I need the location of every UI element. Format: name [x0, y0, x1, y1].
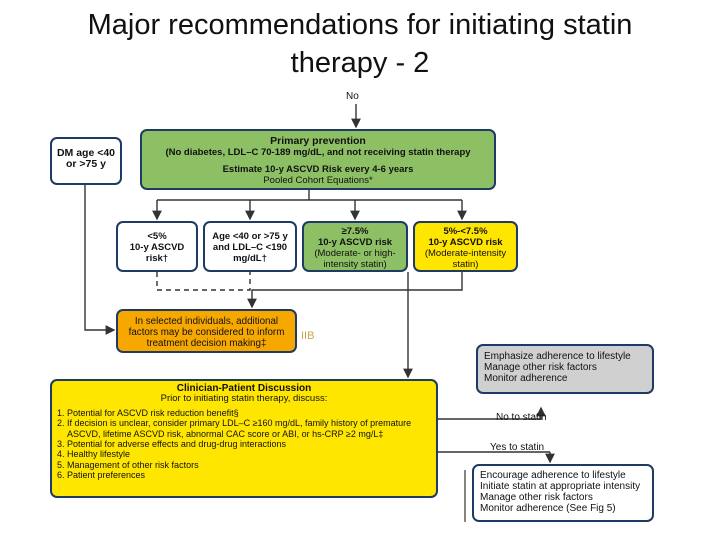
ge75-risk-box: ≥7.5% 10-y ASCVD risk (Moderate- or high…	[302, 221, 408, 272]
encourage-line4: Monitor adherence (See Fig 5)	[480, 503, 616, 514]
lt5-line3: risk†	[145, 253, 169, 264]
top-no-label: No	[346, 91, 359, 102]
discussion-item: 3. Potential for adverse effects and dru…	[57, 439, 286, 450]
selected-line2: factors may be considered to inform	[128, 327, 285, 338]
lifestyle-line2: Manage other risk factors	[484, 362, 597, 373]
lt5-risk-box: <5% 10-y ASCVD risk†	[116, 221, 198, 272]
class-iib-label: IIB	[301, 330, 315, 342]
selected-individuals-box: In selected individuals, additional fact…	[116, 309, 297, 353]
age-ldl-line3: mg/dL†	[233, 253, 267, 264]
slide-title-line1: Major recommendations for initiating sta…	[87, 9, 633, 41]
dm-age-line1: DM age <40	[56, 147, 116, 159]
encourage-line3: Manage other risk factors	[480, 492, 593, 503]
lifestyle-box: Emphasize adherence to lifestyle Manage …	[476, 344, 654, 394]
selected-line1: In selected individuals, additional	[134, 316, 279, 327]
discussion-item: 4. Healthy lifestyle	[57, 449, 131, 460]
discussion-item: 2. If decision is unclear, consider prim…	[57, 418, 412, 429]
age-ldl-line2: and LDL–C <190	[212, 242, 288, 253]
ge75-line4: intensity statin)	[323, 259, 387, 270]
lifestyle-line1: Emphasize adherence to lifestyle	[484, 351, 631, 362]
arrow-mid-to-selected	[247, 272, 463, 309]
dashed-connector	[156, 272, 251, 291]
discussion-item: ASCVD, lifetime ASCVD risk, abnormal CAC…	[67, 428, 384, 439]
mid-line1: 5%-<7.5%	[443, 226, 488, 237]
clinician-patient-discussion-box: Clinician-Patient Discussion Prior to in…	[50, 379, 438, 498]
mid-risk-box: 5%-<7.5% 10-y ASCVD risk (Moderate-inten…	[413, 221, 518, 272]
no-to-statin-label: No to statin	[496, 412, 547, 423]
discussion-subtitle: Prior to initiating statin therapy, disc…	[160, 393, 328, 405]
lifestyle-line3: Monitor adherence	[484, 373, 568, 384]
primary-estimate: Estimate 10-y ASCVD Risk every 4-6 years	[222, 164, 414, 175]
primary-title: Primary prevention	[270, 135, 366, 147]
yes-to-statin-label: Yes to statin	[490, 442, 545, 453]
slide-title: Major recommendations for initiating sta…	[0, 6, 720, 82]
discussion-list: 1. Potential for ASCVD risk reduction be…	[52, 408, 436, 481]
encourage-line2: Initiate statin at appropriate intensity	[480, 481, 641, 492]
discussion-item: 1. Potential for ASCVD risk reduction be…	[57, 407, 239, 418]
selected-line3: treatment decision making‡	[146, 338, 267, 349]
primary-criteria: (No diabetes, LDL–C 70-189 mg/dL, and no…	[165, 147, 471, 158]
encourage-line1: Encourage adherence to lifestyle	[480, 470, 626, 481]
slide-title-line2: therapy - 2	[290, 47, 430, 79]
age-ldl-line1: Age <40 or >75 y	[212, 231, 288, 242]
ge75-line1: ≥7.5%	[341, 226, 369, 237]
ge75-line3: (Moderate- or high-	[314, 248, 396, 259]
dm-age-box: DM age <40 or >75 y	[50, 137, 122, 185]
arrow-dm-to-selected	[84, 185, 116, 335]
discussion-item: 5. Management of other risk factors	[57, 459, 199, 470]
mid-line3: (Moderate-intensity	[424, 248, 507, 259]
mid-line4: statin)	[452, 259, 479, 270]
primary-equations: Pooled Cohort Equations*	[263, 175, 373, 186]
arrow-no-to-statin	[438, 406, 546, 420]
discussion-item: 6. Patient preferences	[57, 470, 146, 481]
age-ldl-box: Age <40 or >75 y and LDL–C <190 mg/dL†	[203, 221, 297, 272]
lt5-line2: 10-y ASCVD	[129, 242, 185, 253]
discussion-title: Clinician-Patient Discussion	[176, 383, 312, 394]
encourage-box: Encourage adherence to lifestyle Initiat…	[472, 464, 654, 522]
mid-line2: 10-y ASCVD risk	[428, 237, 503, 248]
dm-age-line2: or >75 y	[66, 158, 106, 170]
ge75-line2: 10-y ASCVD risk	[317, 237, 393, 248]
primary-prevention-box: Primary prevention (No diabetes, LDL–C 7…	[140, 129, 496, 190]
lt5-line1: <5%	[147, 231, 167, 242]
